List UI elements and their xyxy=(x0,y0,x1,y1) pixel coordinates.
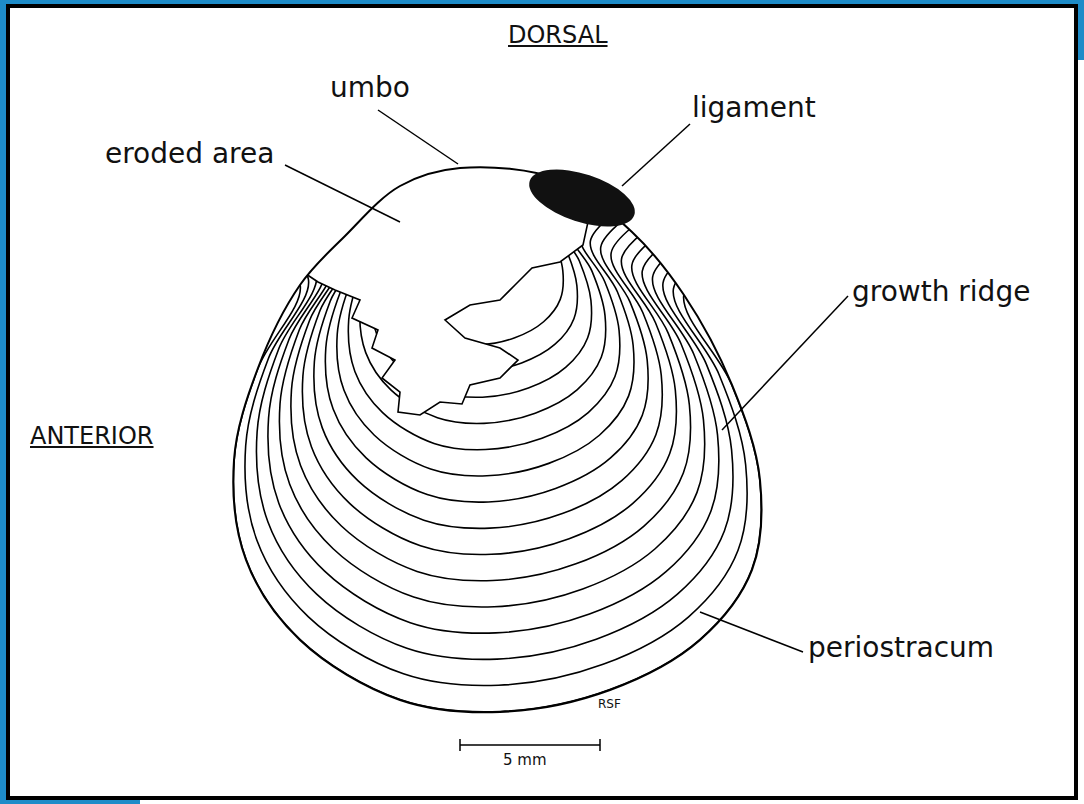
frame xyxy=(8,6,1076,798)
ligament-shape xyxy=(522,158,641,238)
direction-label: DORSAL xyxy=(508,22,608,50)
leader-line xyxy=(722,296,848,430)
scale-label: 5 mm xyxy=(503,752,547,769)
part-label: growth ridge xyxy=(852,276,1030,308)
leader-line xyxy=(285,165,400,222)
shell-outline xyxy=(233,167,761,712)
growth-ridge-line xyxy=(245,239,747,685)
part-label: ligament xyxy=(692,92,816,124)
leader-line xyxy=(700,612,803,652)
growth-ridges xyxy=(234,160,762,712)
leader-line xyxy=(378,110,458,164)
part-label: periostracum xyxy=(808,632,994,664)
leader-line xyxy=(622,124,690,186)
direction-label: ANTERIOR xyxy=(30,423,154,451)
part-label: eroded area xyxy=(105,138,274,170)
growth-ridge-line xyxy=(234,245,762,712)
part-label: umbo xyxy=(330,72,410,104)
signature: RSF xyxy=(598,698,621,712)
scale-bar xyxy=(460,739,600,751)
